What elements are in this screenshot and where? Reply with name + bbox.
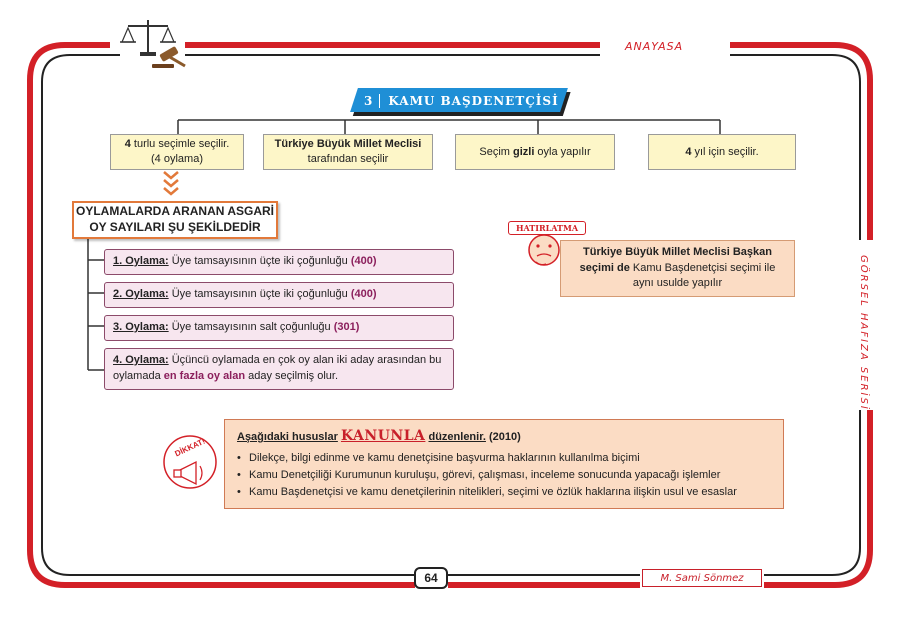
author-label: M. Sami Sönmez: [642, 569, 762, 587]
vote-item-3: 3. Oylama: Üye tamsayısının salt çoğunlu…: [104, 315, 454, 341]
subject-label: ANAYASA: [625, 40, 684, 53]
info-box-elected-by: Türkiye Büyük Millet Meclisi tarafından …: [263, 134, 433, 170]
list-item: Dilekçe, bilgi edinme ve kamu denetçisin…: [237, 450, 771, 467]
scales-of-justice-icon: [120, 20, 176, 56]
thinking-face-icon: [528, 234, 560, 266]
list-item: Kamu Denetçiliği Kurumunun kuruluşu, gör…: [237, 467, 771, 484]
series-label: GÖRSEL HAFIZA SERİSİ: [858, 255, 869, 411]
page-number: 64: [414, 567, 448, 589]
info-box-rounds: 4 turlu seçimle seçilir. (4 oylama): [110, 134, 244, 170]
title-number: 3: [364, 94, 381, 108]
info-box-secret-ballot: Seçim gizli oyla yapılır: [455, 134, 615, 170]
notice-heading: Aşağıdaki hususlar KANUNLA düzenlenir. (…: [237, 428, 521, 444]
vote-item-1: 1. Oylama: Üye tamsayısının üçte iki çoğ…: [104, 249, 454, 275]
notice-list: Dilekçe, bilgi edinme ve kamu denetçisin…: [237, 450, 771, 501]
title-text: KAMU BAŞDENETÇİSİ: [388, 94, 559, 108]
reminder-box: Türkiye Büyük Millet Meclisi Başkan seçi…: [560, 240, 795, 297]
gavel-icon: [152, 46, 186, 68]
vote-item-4: 4. Oylama: Üçüncü oylamada en çok oy ala…: [104, 348, 454, 390]
reminder-tag: HATIRLATMA: [508, 221, 586, 235]
page-title: 3 KAMU BAŞDENETÇİSİ: [364, 92, 564, 110]
list-item: Kamu Başdenetçisi ve kamu denetçilerinin…: [237, 484, 771, 501]
vote-item-2: 2. Oylama: Üye tamsayısının üçte iki çoğ…: [104, 282, 454, 308]
chevron-down-icon: [163, 171, 179, 196]
megaphone-icon: [163, 435, 217, 489]
notice-box: Aşağıdaki hususlar KANUNLA düzenlenir. (…: [224, 419, 784, 509]
info-box-term: 4 yıl için seçilir.: [648, 134, 796, 170]
